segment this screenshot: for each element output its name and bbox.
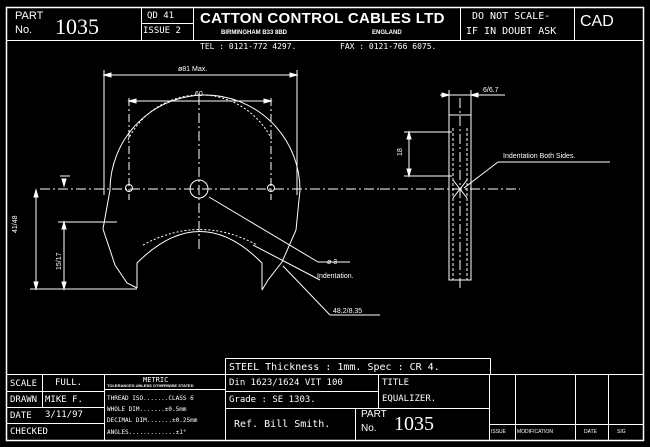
scale-warning-1: DO NOT SCALE- (472, 11, 551, 22)
title-label: TITLE (382, 378, 410, 388)
dim-hole-dia: ø 3 (327, 259, 338, 266)
dim-overall-width: ø81 Max. (178, 66, 208, 73)
height-arrow-2-bottom (61, 281, 67, 291)
scale-value: FULL. (55, 378, 83, 388)
dim-height-1: 41/48 (12, 215, 19, 233)
side-thickness-arrow-right (469, 92, 479, 98)
top-arrow (61, 178, 67, 188)
header-part-label-1: PART (15, 10, 44, 22)
rev-sig-header: SIG (617, 429, 626, 435)
tol-angles: ANGLES.............±1° (107, 429, 187, 436)
cad-label: CAD (580, 13, 614, 30)
material-spec: STEEL Thickness : 1mm. Spec : CR 4. (229, 362, 440, 373)
side-thickness-arrow-left (441, 92, 451, 98)
date-label: DATE (10, 411, 32, 421)
hole-leader (208, 196, 319, 263)
hole-centres-arrow-right (263, 98, 273, 104)
dim-height-2: 15/17 (56, 252, 63, 270)
checked-label: CHECKED (10, 427, 48, 437)
din-spec: Din 1623/1624 VIT 100 (229, 378, 343, 388)
company-city: BIRMINGHAM B33 8BD (221, 30, 288, 36)
side-indentation-leader (463, 161, 499, 189)
date-value: 3/11/97 (45, 410, 83, 420)
outer-profile-lower-right (261, 189, 301, 291)
height-arrow-2-top (61, 220, 67, 230)
drawn-label: DRAWN (10, 395, 38, 405)
outer-profile-lower-left (102, 189, 138, 289)
scale-label: SCALE (10, 379, 38, 389)
upper-arc-dashed (127, 94, 273, 141)
part-title: EQUALIZER. (382, 394, 437, 404)
tb-part-label-1: PART (361, 409, 387, 420)
drawing-border (5, 6, 645, 442)
tol-decimal: DECIMAL DIM.......±0.25mm (107, 417, 198, 424)
drawn-value: MIKE F. (45, 395, 83, 405)
side-height-arrow-bottom (406, 168, 412, 178)
overall-width-arrow-left (102, 72, 112, 78)
indentation-leader (252, 244, 321, 281)
height-arrow-1-top (33, 188, 39, 198)
header-issue: ISSUE 2 (143, 26, 181, 36)
grade-spec: Grade : SE 1303. (229, 395, 316, 405)
header-part-label-2: No. (15, 24, 33, 36)
overall-width-arrow-right (289, 72, 299, 78)
height-arrow-1-bottom (33, 281, 39, 291)
rev-date-header: DATE (584, 429, 597, 435)
company-country: ENGLAND (372, 30, 402, 36)
side-indentation-note: Indentation Both Sides. (503, 153, 576, 160)
metric-note: TOLERANCES UNLESS OTHERWISE STATED (107, 383, 194, 388)
title-block-lines (6, 358, 644, 441)
outer-profile (109, 94, 301, 191)
reference: Ref. Bill Smith. (234, 419, 331, 430)
indentation-arc (142, 229, 258, 246)
metric-title: METRIC (143, 376, 169, 384)
company-name: CATTON CONTROL CABLES LTD (200, 10, 445, 27)
tb-part-number: 1035 (394, 413, 434, 435)
dim-hole-centres: 60 (195, 91, 203, 98)
rev-modification-header: MODIFICATION (517, 429, 554, 435)
inner-profile (136, 231, 263, 290)
side-dim-thickness: 6/6.7 (483, 87, 499, 94)
hole-centres-arrow-left (127, 98, 137, 104)
dim-radius: 48.2/8.35 (333, 308, 363, 315)
company-fax: FAX : 0121-766 6075. (340, 42, 437, 51)
equalizer-side-view (380, 90, 610, 290)
equalizer-front-view (30, 70, 380, 316)
scale-warning-2: IF IN DOUBT ASK (466, 26, 557, 37)
tol-whole: WHOLE DIM.......±0.5mm (107, 406, 187, 413)
side-height-arrow-top (406, 130, 412, 140)
tol-thread: THREAD ISO.......CLASS 6 (107, 395, 194, 402)
header-part-number: 1035 (55, 14, 99, 39)
side-dim-height: 18 (397, 148, 404, 156)
tb-part-label-2: No. (361, 423, 377, 434)
header-qd: QD 41 (147, 11, 175, 21)
rev-issue-header: ISSUE (491, 429, 507, 435)
dim-indentation: Indentation. (317, 273, 354, 280)
company-tel: TEL : 0121-772 4297. (200, 42, 297, 51)
radius-leader (282, 265, 331, 316)
